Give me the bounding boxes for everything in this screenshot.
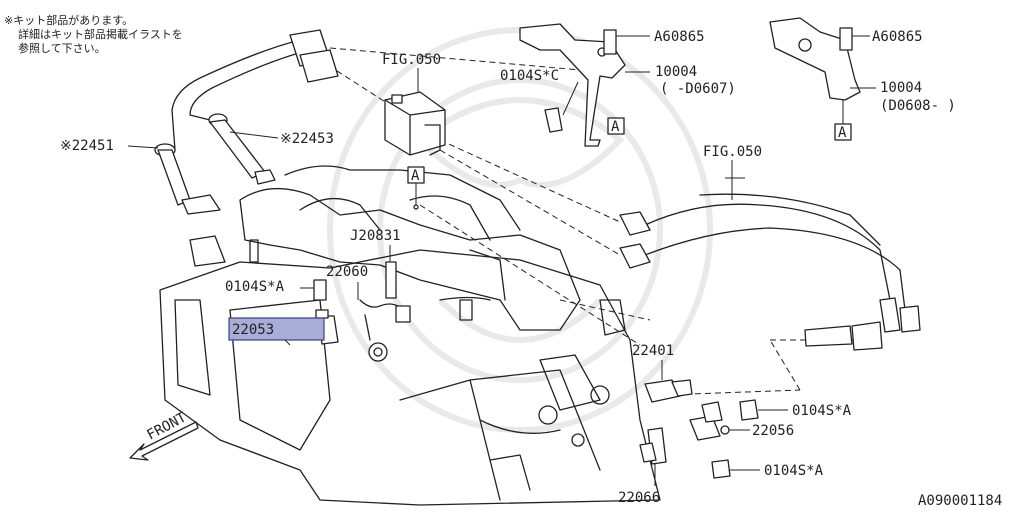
kit-note: ※キット部品があります。 詳細はキット部品掲載イラストを 参照して下さい。 [4,13,183,55]
front-label: FRONT [144,409,189,443]
part-10004-label-2: 10004 [880,80,922,96]
ref-a-box-2 [834,123,852,141]
ref-a-label-2: A [838,125,847,141]
part-10004-range-2: (D0608- ) [880,98,956,114]
bracket-1: A60865 0104S*C 10004 ( -D0607) A [500,23,736,147]
part-22056-label: 22056 [752,423,794,439]
spark-plug-cords-right: FIG.050 [619,144,921,351]
ref-a-label-3: A [411,168,420,184]
ignition-coil: FIG.050 [382,52,446,156]
note-line-3: 参照して下さい。 [18,41,106,55]
part-a60865-label-2: A60865 [872,29,923,45]
part-0104sa-label-3: 0104S*A [764,463,824,479]
part-0104sc-label: 0104S*C [500,68,559,84]
note-line-1: ※キット部品があります。 [4,13,133,27]
part-0104sa-label-1: 0104S*A [225,279,285,295]
highlight-22053[interactable] [228,317,325,341]
part-j20831-label: J20831 [350,228,401,244]
note-line-2: 詳細はキット部品掲載イラストを [18,27,183,41]
part-22066-label: 22066 [618,490,660,506]
spark-plug-cords: ※22451 ※22453 [60,29,339,215]
part-22053-label[interactable]: 22053 [232,322,274,338]
fig050-top-label: FIG.050 [382,52,441,68]
part-0104sa-label-2: 0104S*A [792,403,852,419]
ref-a-engine: A [407,166,425,210]
part-22060-label: 22060 [326,264,368,280]
ref-a-box-1 [607,117,625,135]
sensor-cluster-right: 0104S*A 22056 22066 0104S*A [618,399,852,506]
ref-a-label-1: A [611,119,620,135]
part-10004-range-1: ( -D0607) [660,81,736,97]
sensor-cluster: J20831 22060 0104S*A 22053 [225,228,411,362]
spark-plug-22401: 22401 [632,343,693,403]
fig050-right-label: FIG.050 [703,144,762,160]
part-22453-label: ※22453 [280,131,334,147]
diagram-id: A090001184 [918,493,1002,509]
part-10004-label-1: 10004 [655,64,697,80]
bracket-2: A60865 10004 (D0608- ) A [769,17,956,141]
engine-block [159,165,661,506]
part-22451-label: ※22451 [60,138,114,154]
part-a60865-label-1: A60865 [654,29,705,45]
part-22401-label: 22401 [632,343,674,359]
